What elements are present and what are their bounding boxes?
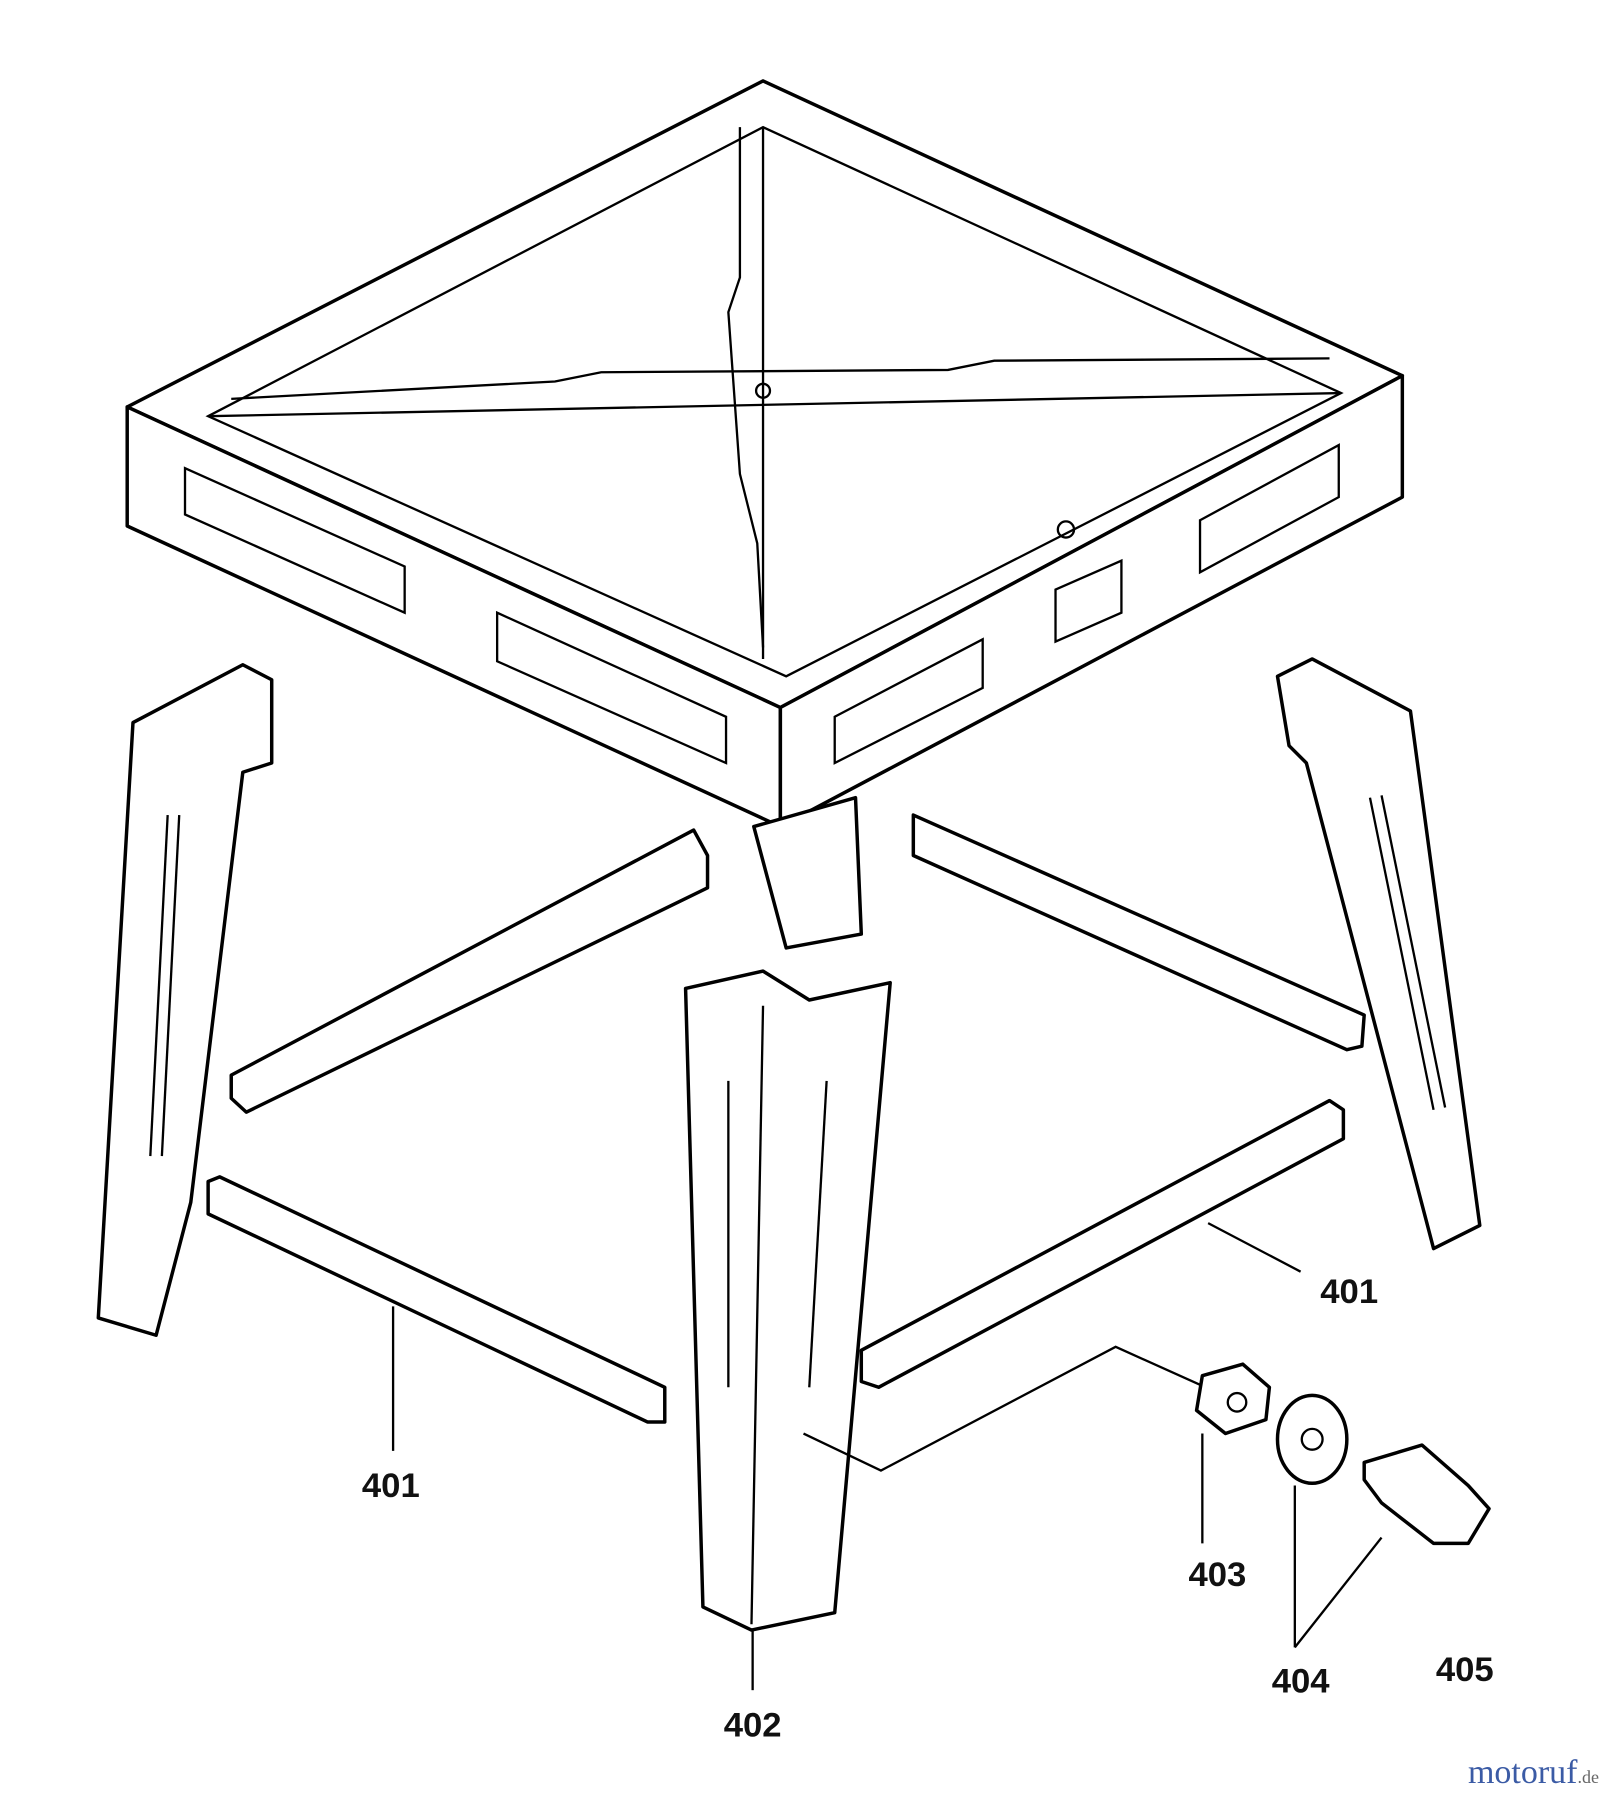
- callout-405: 405: [1436, 1651, 1494, 1689]
- callout-403: 403: [1188, 1556, 1246, 1594]
- rails: [206, 813, 1366, 1424]
- table-frame: [125, 79, 1405, 950]
- watermark-tld: .de: [1577, 1767, 1600, 1787]
- watermark-name: motoruf: [1467, 1754, 1578, 1791]
- washer-404: [1275, 1393, 1349, 1485]
- nut-403: [1194, 1362, 1272, 1436]
- leader-lines: [391, 1222, 1302, 1691]
- callout-404: 404: [1272, 1662, 1331, 1700]
- leg-front: [683, 969, 892, 1632]
- leg-right: [1275, 657, 1482, 1251]
- bolt-405: [1362, 1443, 1491, 1546]
- watermark-logo: motoruf.de: [1468, 1754, 1599, 1792]
- callout-402: 402: [724, 1706, 782, 1744]
- fasteners: [803, 1345, 1491, 1649]
- callout-401-left: 401: [362, 1467, 420, 1505]
- callout-401-right: 401: [1320, 1273, 1378, 1311]
- leg-left: [96, 663, 274, 1337]
